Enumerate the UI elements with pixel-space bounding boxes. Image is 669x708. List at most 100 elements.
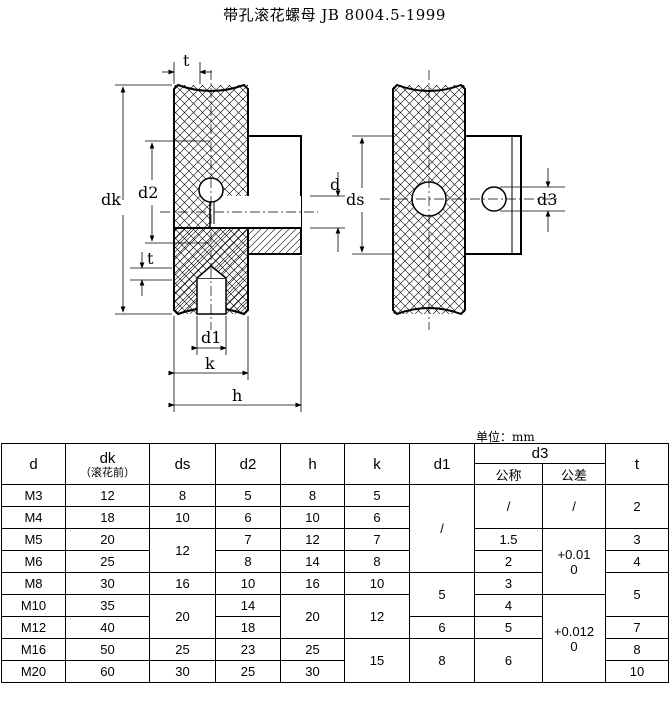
cell-d2: 7 — [215, 528, 281, 551]
cell-h: 8 — [280, 484, 345, 507]
header-d1: d1 — [409, 443, 475, 485]
header-d3-tolerance: 公差 — [542, 463, 606, 485]
label-dk: dk — [101, 190, 121, 209]
cell-k: 7 — [344, 528, 410, 551]
cell-h: 12 — [280, 528, 345, 551]
table-row: M5 20 12 7 12 7 1.5 +0.01 0 3 — [1, 528, 669, 595]
cell-t: 2 — [605, 484, 669, 529]
cell-k: 10 — [344, 572, 410, 595]
spec-table: d dk （滚花前） ds d2 h k d1 d3 t 公称 公差 M3 12… — [1, 443, 669, 683]
cell-d: M6 — [1, 550, 66, 573]
cell-d3-tolerance: / — [542, 484, 606, 529]
cell-d: M4 — [1, 506, 66, 529]
cell-d3-nominal: 5 — [474, 616, 543, 639]
cell-d1: 5 — [409, 572, 475, 617]
label-d2: d2 — [138, 183, 158, 202]
section-view — [160, 70, 318, 330]
cell-h: 10 — [280, 506, 345, 529]
cell-d: M10 — [1, 594, 66, 617]
cell-ds: 12 — [149, 528, 216, 573]
label-d1: d1 — [201, 328, 221, 347]
side-view — [380, 70, 560, 330]
cell-k: 8 — [344, 550, 410, 573]
unit-note: 单位：mm — [476, 430, 535, 444]
cell-d1: / — [409, 484, 475, 573]
cell-ds: 16 — [149, 572, 216, 595]
cell-t: 10 — [605, 660, 669, 683]
cell-d: M16 — [1, 638, 66, 661]
cell-k: 15 — [344, 638, 410, 683]
label-h: h — [232, 386, 242, 405]
cell-dk: 60 — [65, 660, 150, 683]
table-row: M6 25 8 14 8 2 4 — [1, 550, 669, 573]
cell-d3-nominal: / — [474, 484, 543, 529]
cell-d3-nominal: 6 — [474, 638, 543, 683]
cell-dk: 40 — [65, 616, 150, 639]
cell-t: 3 — [605, 528, 669, 551]
page-title: 带孔滚花螺母 JB 8004.5-1999 — [223, 6, 446, 24]
dimensions-left — [115, 62, 345, 412]
cell-h: 16 — [280, 572, 345, 595]
cell-d2: 10 — [215, 572, 281, 595]
cell-d1: 6 — [409, 616, 475, 639]
cell-d2: 25 — [215, 660, 281, 683]
header-k: k — [344, 443, 410, 485]
header-t: t — [605, 443, 669, 485]
cell-d: M12 — [1, 616, 66, 639]
cell-d2: 6 — [215, 506, 281, 529]
header-dk-sub: （滚花前） — [80, 466, 135, 479]
cell-ds: 20 — [149, 594, 216, 639]
cell-t: 4 — [605, 550, 669, 573]
cell-d1: 8 — [409, 638, 475, 683]
cell-d3-nominal: 2 — [474, 550, 543, 573]
cell-d3-tolerance: +0.01 0 — [542, 528, 606, 595]
cell-h: 14 — [280, 550, 345, 573]
cell-d3-nominal: 4 — [474, 594, 543, 617]
cell-d2: 14 — [215, 594, 281, 617]
cell-dk: 20 — [65, 528, 150, 551]
table-row: M10 35 20 14 20 12 4 +0.012 0 — [1, 594, 669, 683]
cell-ds: 10 — [149, 506, 216, 529]
label-ds: ds — [346, 190, 364, 209]
header-dk: dk （滚花前） — [65, 443, 150, 485]
cell-d: M5 — [1, 528, 66, 551]
cell-ds: 30 — [149, 660, 216, 683]
cell-d: M20 — [1, 660, 66, 683]
label-t-side: t — [147, 249, 154, 268]
cell-h: 25 — [280, 638, 345, 661]
table-row: M12 40 18 6 5 7 — [1, 616, 669, 639]
label-d3: d3 — [537, 190, 557, 209]
cell-k: 6 — [344, 506, 410, 529]
cell-dk: 50 — [65, 638, 150, 661]
header-dk-label: dk — [99, 449, 116, 467]
cell-t: 7 — [605, 616, 669, 639]
header-h: h — [280, 443, 345, 485]
cell-d2: 23 — [215, 638, 281, 661]
table-row: M20 60 30 25 30 10 — [1, 660, 669, 683]
cell-t: 8 — [605, 638, 669, 661]
header-d3: d3 — [474, 443, 606, 464]
header-d: d — [1, 443, 66, 485]
label-t-top: t — [183, 51, 190, 70]
cell-dk: 18 — [65, 506, 150, 529]
cell-ds: 8 — [149, 484, 216, 507]
cell-k: 5 — [344, 484, 410, 507]
cell-ds: 25 — [149, 638, 216, 661]
cell-d2: 18 — [215, 616, 281, 639]
dimensions-right — [352, 135, 565, 255]
cell-h: 30 — [280, 660, 345, 683]
cell-d3-nominal: 1.5 — [474, 528, 543, 551]
header-ds: ds — [149, 443, 216, 485]
table-row: M3 12 8 5 8 5 / / / 2 — [1, 484, 669, 573]
technical-drawing: t dk d2 d t d1 k h ds d3 — [101, 51, 565, 412]
cell-dk: 30 — [65, 572, 150, 595]
cell-dk: 12 — [65, 484, 150, 507]
cell-k: 12 — [344, 594, 410, 639]
cell-d: M3 — [1, 484, 66, 507]
cell-h: 20 — [280, 594, 345, 639]
cell-d3-nominal: 3 — [474, 572, 543, 595]
cell-d2: 8 — [215, 550, 281, 573]
cell-d2: 5 — [215, 484, 281, 507]
cell-dk: 25 — [65, 550, 150, 573]
cell-d: M8 — [1, 572, 66, 595]
